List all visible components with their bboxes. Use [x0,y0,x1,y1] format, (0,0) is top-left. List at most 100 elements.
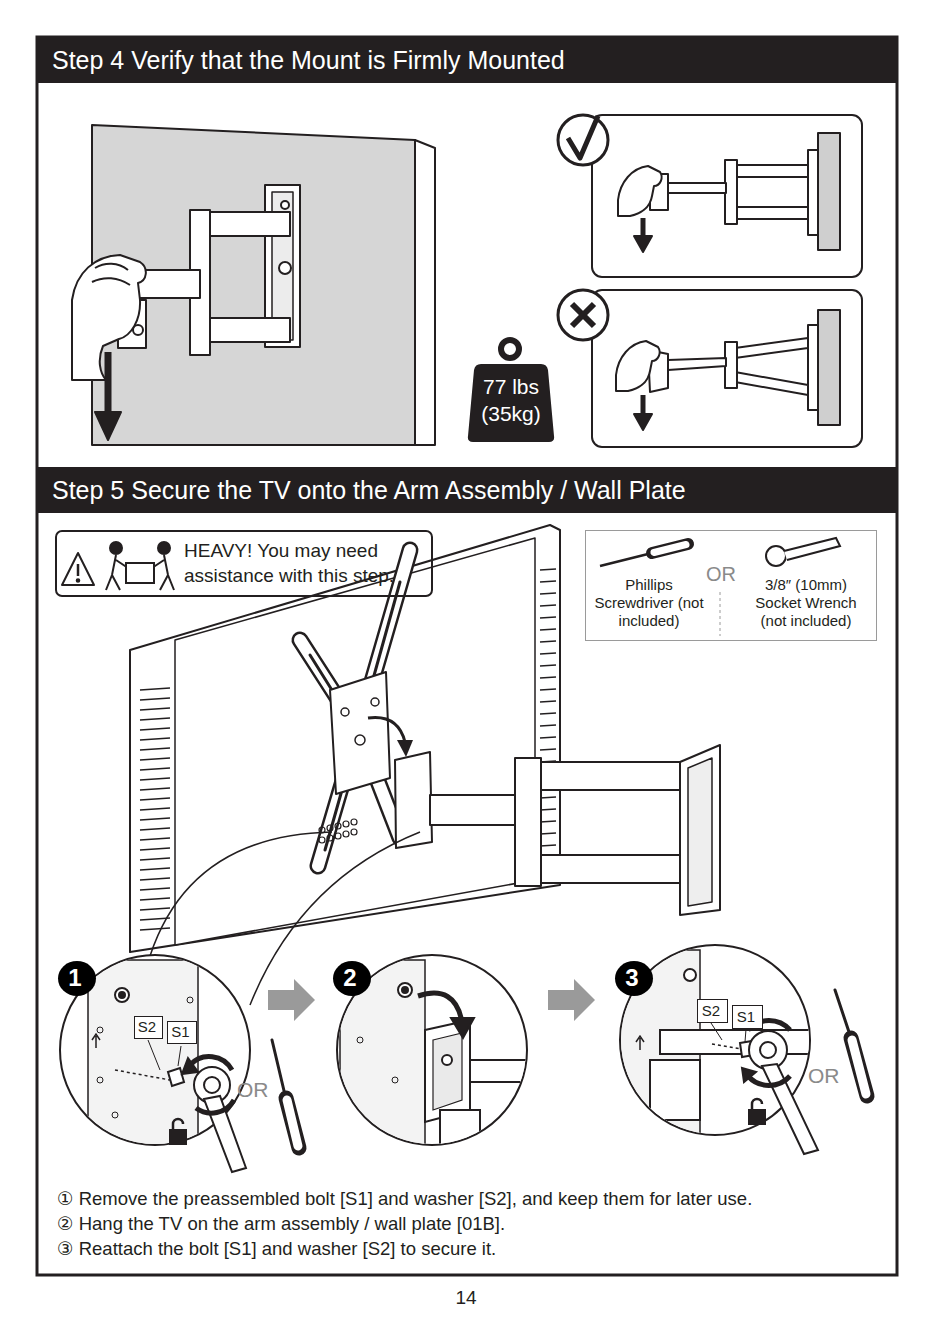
instruction-text: ③ Reattach the bolt [S1] and washer [S2]… [57,1238,496,1260]
detail-view-2-part [340,960,550,1150]
tv-back-part-part [540,701,556,702]
step-header-band: Step 5 Secure the TV onto the Arm Assemb… [37,467,897,513]
tv-back-part-part [140,848,170,850]
wrong-example-part [592,290,862,447]
detail-view-2-part-part [357,1037,363,1043]
mount-plate-part-part [327,825,333,831]
detail-view-1-part [148,1040,160,1070]
tool-icons-part [784,538,840,560]
arm-assembly-part [397,740,413,757]
arm-assembly-part [395,752,432,848]
weight-icon-shape-part [468,364,554,442]
detail-view-3-part [748,1076,790,1085]
tv-back-part-part [140,718,170,720]
step-arrows-part [548,979,595,1021]
tv-back-part-part [140,878,170,880]
node-text: Step 4 Verify that the Mount is Firmly M… [52,45,565,75]
wrong-example-part [634,414,652,430]
tv-back-part-part [540,581,556,582]
tv-back-part-part [140,808,170,810]
wrong-example-part [808,325,818,410]
detail-view-1-part-part [115,1070,170,1080]
screwdriver-icons-part [286,1098,299,1148]
detail-view-2-part-part [440,1110,480,1150]
detail-view-2-part-part [398,983,412,997]
detail-view-3-part [745,1029,746,1042]
tool-icons-part [720,592,721,636]
warning-icon-part [158,542,170,554]
tv-back-part-part [540,845,556,846]
node-text: Step 5 Secure the TV onto the Arm Assemb… [52,475,686,505]
tv-back-part-part [140,738,170,740]
warning-icon-part [77,564,80,576]
tv-back-part-part [540,749,556,750]
tv-back-part-part [540,689,556,690]
node-text: S2 [135,1018,159,1036]
wall-mount-figure-part [415,140,435,445]
step-arrows-part [268,979,315,1021]
arm-assembly-part [368,718,405,743]
wrong-example-part [818,310,840,425]
wrong-example-part [735,372,808,395]
correct-example-part [808,150,818,235]
callout-number: 2 [333,961,371,996]
wall-mount-figure-part [92,125,415,445]
tv-back-part-part [140,868,170,870]
wrong-example-part [572,304,594,326]
node-text: OR [703,562,739,586]
detail-view-3-part [711,1023,722,1040]
arm-assembly-part [520,855,700,883]
part-label-box: S2 [697,999,728,1023]
correct-example-part [668,183,726,193]
warning-icon-part [152,555,174,590]
tv-back-part-part [540,797,556,798]
wall-mount-figure-part [95,412,121,440]
warning-box: HEAVY! You may need assistance with this… [55,530,433,597]
detail-view-1-part [178,1046,181,1066]
tv-back-part-part [540,833,556,834]
mount-plate-part [325,790,342,850]
wrong-example-part [616,341,660,391]
wall-mount-figure-part [105,352,112,414]
screwdriver-icons-part [852,1040,866,1094]
wrong-example [558,290,862,447]
detail-view-2-part-part [433,1033,462,1110]
detail-view-1-part-part [115,988,129,1002]
wrong-example-part [668,358,726,370]
tv-back-part-part [140,728,170,730]
screwdriver-icons-part [835,990,850,1035]
tv-back-part-part [540,605,556,606]
node-text: S1 [733,1008,759,1026]
node-text: 77 lbs (35kg) [473,373,549,428]
tv-back-part-part [140,768,170,770]
detail-view-1-part [168,1068,184,1086]
tv-back-part-part [140,778,170,780]
node-text: 1 [58,964,92,993]
detail-view-1-part [182,1058,198,1074]
screwdriver-icons-part [287,1100,298,1146]
arm-assembly-part [688,758,712,906]
tv-back-part-part [540,665,556,666]
step-header-band: Step 4 Verify that the Mount is Firmly M… [37,37,897,83]
detail-view-3-part [749,1031,787,1069]
detail-view-3-part-part [684,969,696,981]
tv-back-part-part [140,688,170,690]
detail-view-1-part-part [97,1027,103,1033]
instruction-text: ② Hang the TV on the arm assembly / wall… [57,1213,505,1235]
page-number: 14 [446,1287,486,1310]
tv-back-part-part [140,908,170,910]
correct-example-part [592,115,862,277]
tv-back-part-part [540,629,556,630]
detail-view-3-part [742,1068,756,1082]
weight-icon-shape [467,362,555,442]
correct-example-part [735,165,808,177]
mount-plate-part-part [319,837,325,843]
detail-view-1-part-part [92,1034,100,1048]
mount-plate-part-part [343,831,349,837]
tv-back-part-part [140,928,170,930]
wall-mount-figure-part [92,278,130,285]
tool-icons-part [600,553,652,566]
mount-plate-part-part [335,833,341,839]
